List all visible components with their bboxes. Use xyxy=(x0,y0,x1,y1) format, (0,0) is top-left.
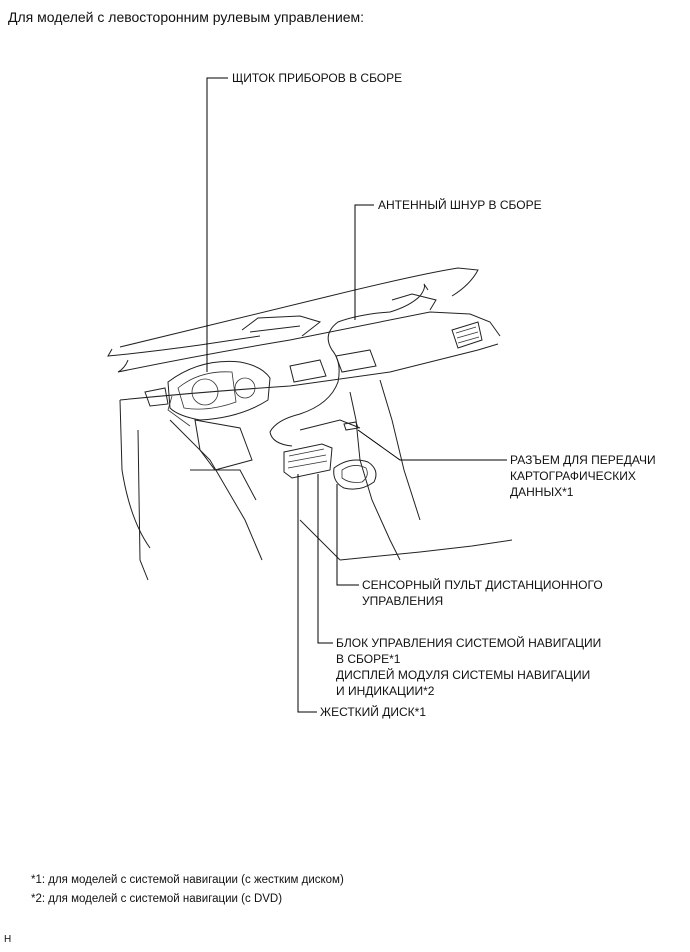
label-line: СЕНСОРНЫЙ ПУЛЬТ ДИСТАНЦИОННОГО xyxy=(362,578,603,592)
label-line: КАРТОГРАФИЧЕСКИХ xyxy=(510,469,636,483)
footnote-2: *2: для моделей с системой навигации (с … xyxy=(31,893,283,905)
label-line: ДИСПЛЕЙ МОДУЛЯ СИСТЕМЫ НАВИГАЦИИ xyxy=(336,668,591,682)
label-hard-disk: ЖЕСТКИЙ ДИСК*1 xyxy=(320,705,427,719)
corner-mark: H xyxy=(4,934,12,945)
label-line: ДАННЫХ*1 xyxy=(510,485,574,499)
diagram-heading: Для моделей с левосторонним рулевым упра… xyxy=(8,9,365,25)
footnote-1: *1: для моделей с системой навигации (с … xyxy=(31,874,344,886)
label-antenna-cord: АНТЕННЫЙ ШНУР В СБОРЕ xyxy=(378,198,542,212)
label-remote-touch: СЕНСОРНЫЙ ПУЛЬТ ДИСТАНЦИОННОГО УПРАВЛЕНИ… xyxy=(362,577,603,609)
label-line: УПРАВЛЕНИЯ xyxy=(362,594,444,608)
label-instrument-cluster: ЩИТОК ПРИБОРОВ В СБОРЕ xyxy=(232,71,403,85)
label-line: В СБОРЕ*1 xyxy=(336,652,401,666)
label-line: И ИНДИКАЦИИ*2 xyxy=(336,684,435,698)
label-line: БЛОК УПРАВЛЕНИЯ СИСТЕМОЙ НАВИГАЦИИ xyxy=(336,636,602,650)
label-map-data-connector: РАЗЪЕМ ДЛЯ ПЕРЕДАЧИ КАРТОГРАФИЧЕСКИХ ДАН… xyxy=(510,452,656,500)
label-line: РАЗЪЕМ ДЛЯ ПЕРЕДАЧИ xyxy=(510,453,656,467)
label-navigation-unit: БЛОК УПРАВЛЕНИЯ СИСТЕМОЙ НАВИГАЦИИ В СБО… xyxy=(336,635,601,699)
